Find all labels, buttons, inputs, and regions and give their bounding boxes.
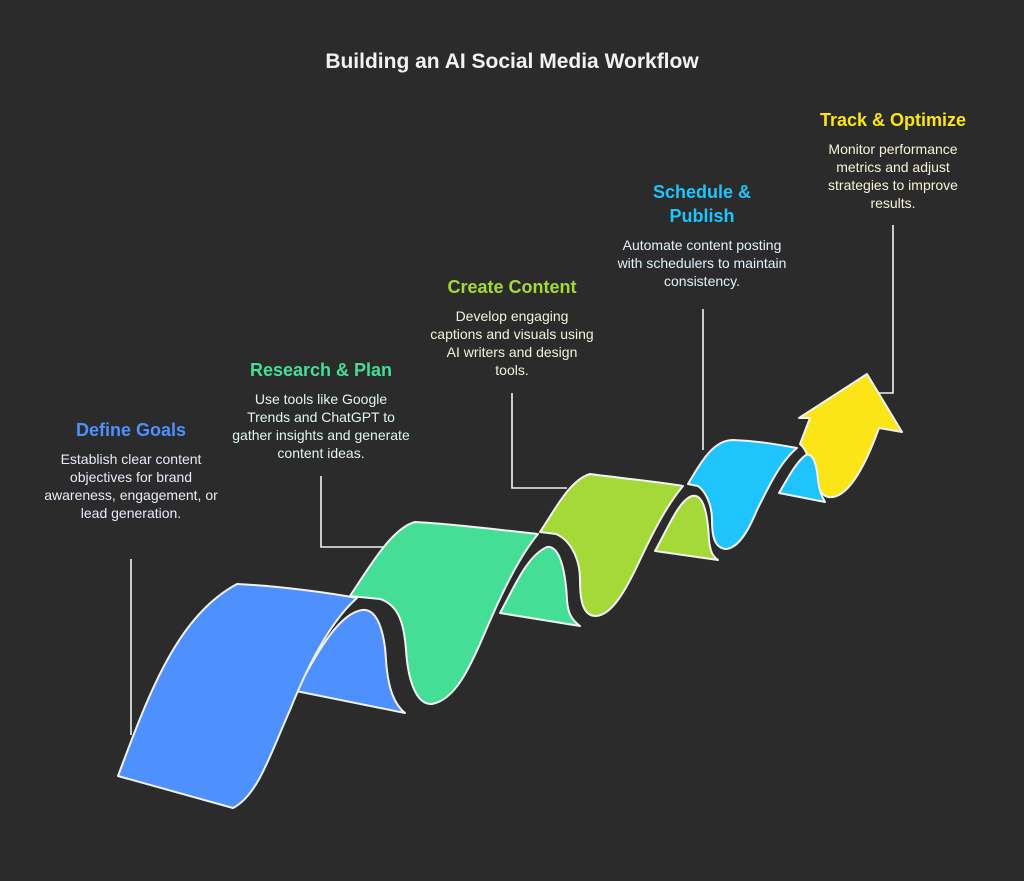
connector-create-content — [511, 393, 567, 489]
schedule-publish-ribbon-shape — [687, 439, 798, 550]
step-title: Research & Plan — [249, 360, 393, 380]
define-goals-tail-shape — [295, 608, 406, 714]
step-description: Develop engaging captions and visuals us… — [430, 308, 594, 378]
define-goals-ribbon-shape — [117, 583, 358, 809]
step-description: Use tools like Google Trends and ChatGPT… — [232, 391, 410, 461]
create-content-tail-shape — [654, 494, 719, 561]
step-description: Automate content posting with schedulers… — [617, 237, 787, 289]
step-track-optimize: Track & Optimize Monitor performance met… — [806, 108, 980, 212]
connector-track-optimize — [868, 225, 894, 394]
step-title: Define Goals — [75, 420, 187, 440]
connector-research-plan — [320, 476, 383, 548]
step-research-plan: Research & Plan Use tools like Google Tr… — [232, 358, 410, 462]
create-content-ribbon-shape — [539, 473, 684, 617]
research-plan-tail-shape — [499, 546, 581, 627]
step-define-goals: Define Goals Establish clear content obj… — [40, 418, 222, 522]
step-title: Create Content — [447, 277, 577, 297]
track-optimize-arrow-shape — [798, 373, 903, 499]
step-create-content: Create Content Develop engaging captions… — [428, 275, 596, 379]
step-schedule-publish: Schedule & Publish Automate content post… — [612, 180, 792, 290]
ribbon-segments — [117, 373, 903, 809]
step-description: Monitor performance metrics and adjust s… — [828, 141, 958, 211]
step-description: Establish clear content objectives for b… — [44, 451, 218, 521]
research-plan-ribbon-shape — [349, 521, 539, 706]
diagram-title: Building an AI Social Media Workflow — [325, 50, 699, 73]
schedule-publish-tail-shape — [778, 453, 826, 503]
step-title: Schedule & Publish — [652, 182, 752, 226]
step-title: Track & Optimize — [819, 110, 967, 130]
